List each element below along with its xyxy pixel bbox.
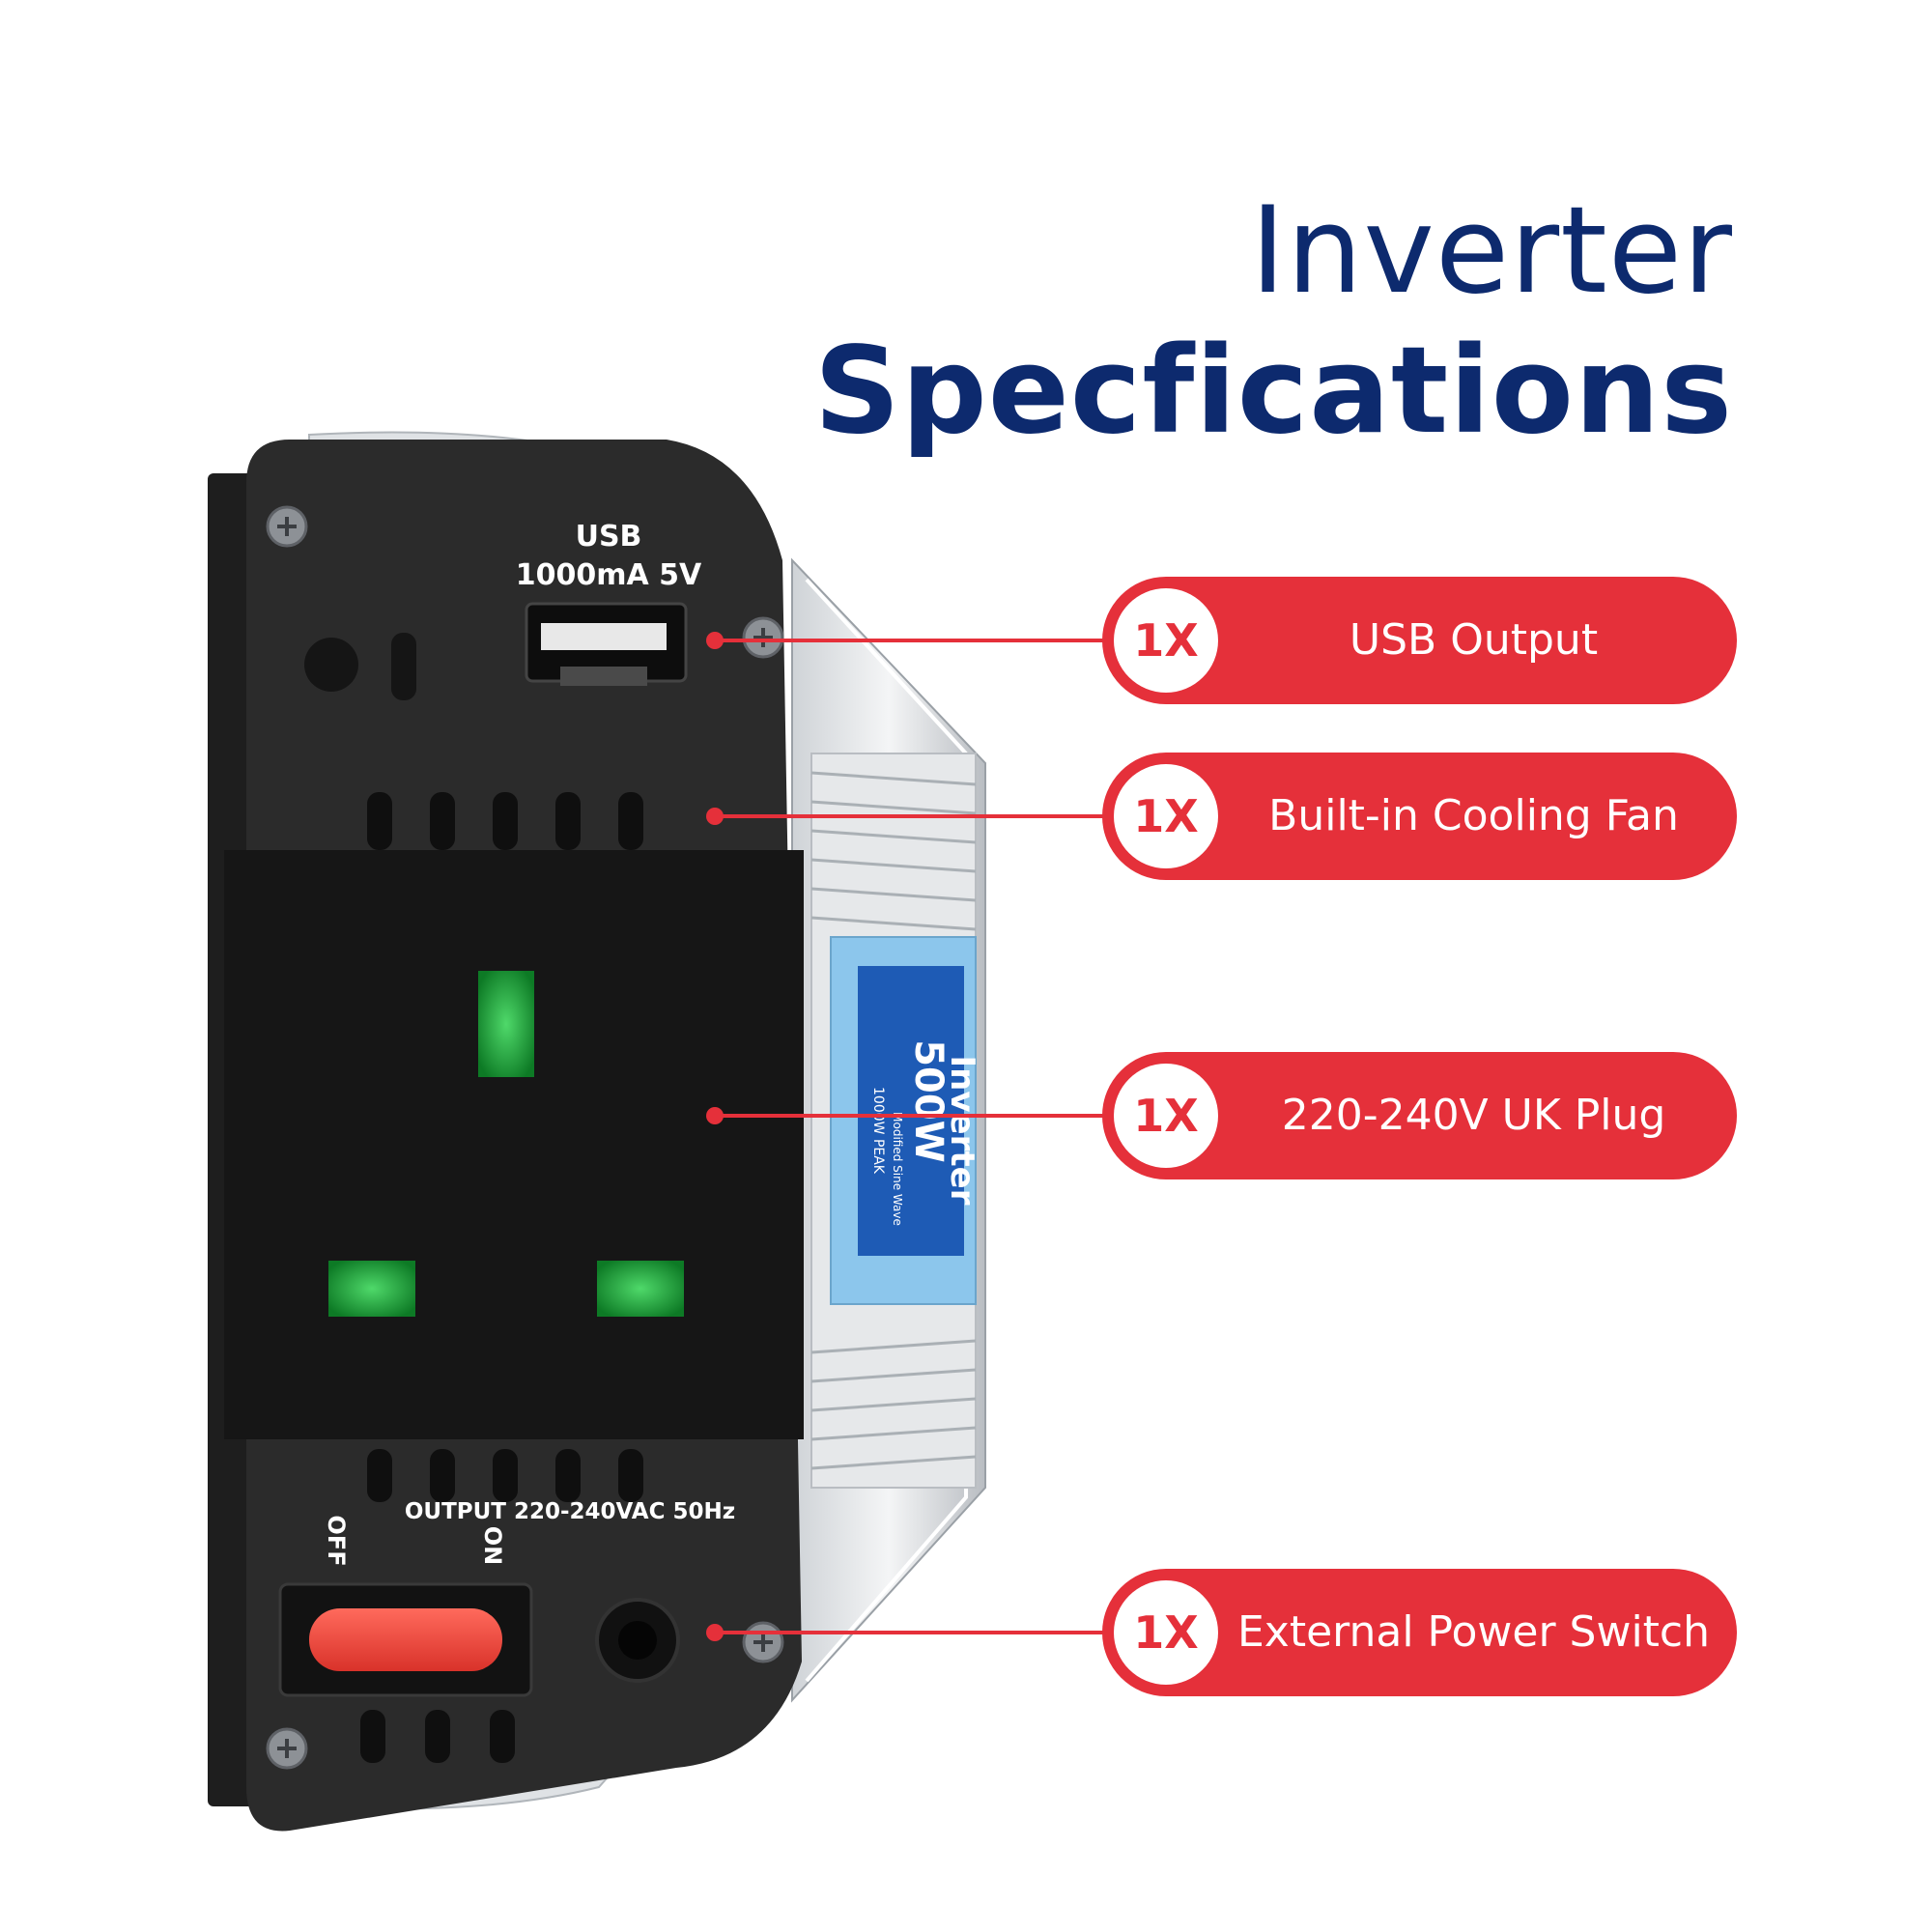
front-panel: USB 1000mA 5V [224, 440, 804, 1832]
quantity-badge: 1X [1114, 1580, 1218, 1685]
switch-on-label: ON [479, 1526, 506, 1566]
heading-line-2: Specfications [813, 322, 1733, 461]
callout-label: Built-in Cooling Fan [1268, 791, 1679, 840]
sticker-title: Inverter [943, 1056, 981, 1206]
callout-leader-lines [715, 639, 1106, 1634]
sticker-rating: 500W [906, 1039, 951, 1163]
switch-off-label: OFF [323, 1515, 350, 1566]
callout-label: USB Output [1349, 615, 1599, 665]
power-rocker-switch [278, 1582, 533, 1697]
usb-port [525, 602, 688, 686]
sticker-subtitle: Modified Sine Wave [891, 1112, 904, 1226]
uk-socket [224, 850, 804, 1439]
sticker-peak: 1000W PEAK [870, 1087, 886, 1175]
heading-line-1: Inverter [1250, 182, 1733, 321]
callout-cooling-fan: 1X Built-in Cooling Fan [1102, 753, 1737, 880]
product-sticker: 500W 1000W PEAK Inverter Modified Sine W… [830, 936, 981, 1305]
callout-label: External Power Switch [1236, 1607, 1711, 1657]
heading: Inverter Specfications [814, 184, 1733, 464]
callout-uk-plug: 1X 220-240V UK Plug [1102, 1052, 1737, 1179]
callout-label: 220-240V UK Plug [1281, 1091, 1666, 1140]
usb-label: USB [576, 520, 642, 554]
usb-spec: 1000mA 5V [516, 558, 702, 592]
output-label: OUTPUT 220-240VAC 50Hz [405, 1499, 735, 1524]
callout-usb-output: 1X USB Output [1102, 577, 1737, 704]
indicator-lamp [595, 1598, 680, 1683]
quantity-badge: 1X [1114, 588, 1218, 693]
quantity-badge: 1X [1114, 1064, 1218, 1168]
quantity-badge: 1X [1114, 764, 1218, 868]
callout-power-switch: 1X External Power Switch [1102, 1569, 1737, 1696]
